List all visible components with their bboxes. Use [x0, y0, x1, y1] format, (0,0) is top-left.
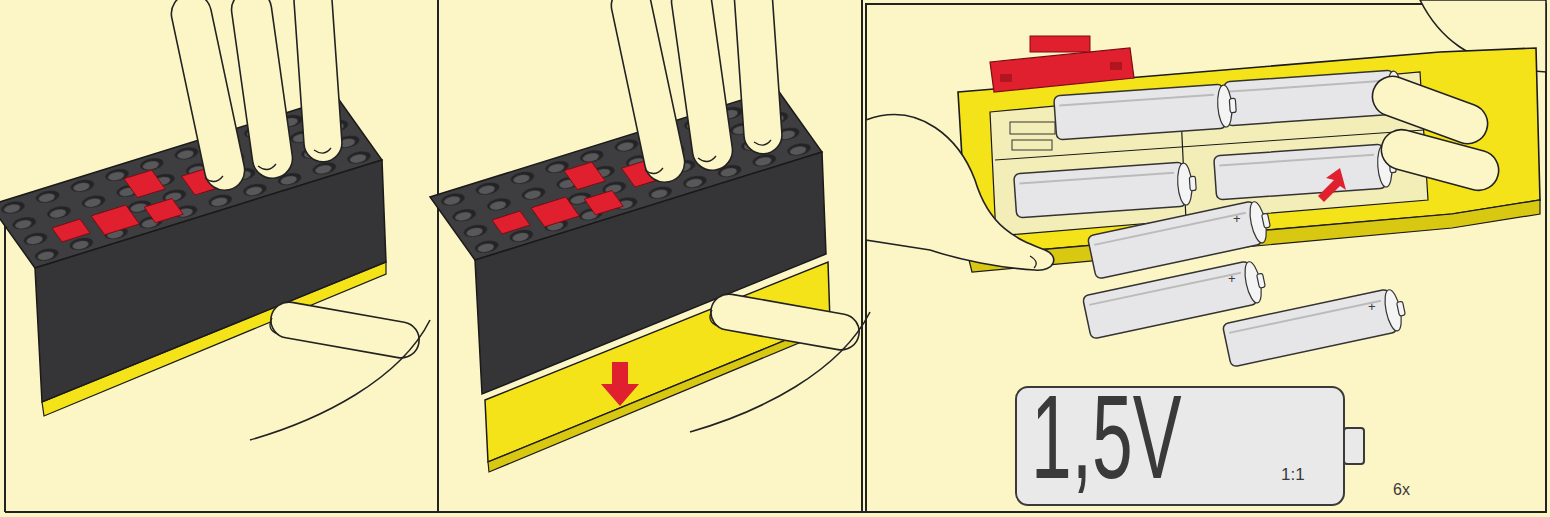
contact	[1010, 122, 1055, 134]
voltage-text: 1,5V	[1031, 378, 1182, 496]
battery-label: 1,5V1:1	[1015, 386, 1377, 506]
panel-border	[437, 0, 439, 512]
battery-terminal	[1344, 428, 1364, 464]
battery-cell	[1214, 143, 1398, 200]
panel-border	[861, 0, 863, 512]
thumbnail	[1030, 256, 1036, 268]
polarity-mark: +	[1228, 272, 1236, 285]
battery-cell	[1054, 83, 1238, 140]
battery-cell	[1222, 287, 1408, 368]
polarity-mark: +	[1233, 212, 1241, 225]
scale-text: 1:1	[1281, 466, 1305, 483]
connector-stud	[1110, 62, 1122, 70]
red-arrow	[601, 362, 639, 406]
hand	[608, 0, 870, 432]
polarity-mark: +	[1368, 300, 1376, 313]
hand	[866, 115, 1054, 270]
connector-stud	[1000, 74, 1012, 82]
finger	[1377, 125, 1503, 195]
battery-cell	[1014, 161, 1198, 218]
red-connector-top	[1030, 36, 1090, 52]
red-connector	[990, 48, 1134, 92]
quantity-label: 6x	[1393, 482, 1410, 498]
panel-border	[4, 215, 6, 512]
panel-border	[866, 4, 1546, 512]
red-arrow	[1318, 168, 1346, 202]
contact	[1012, 140, 1052, 150]
hand	[168, 0, 430, 440]
